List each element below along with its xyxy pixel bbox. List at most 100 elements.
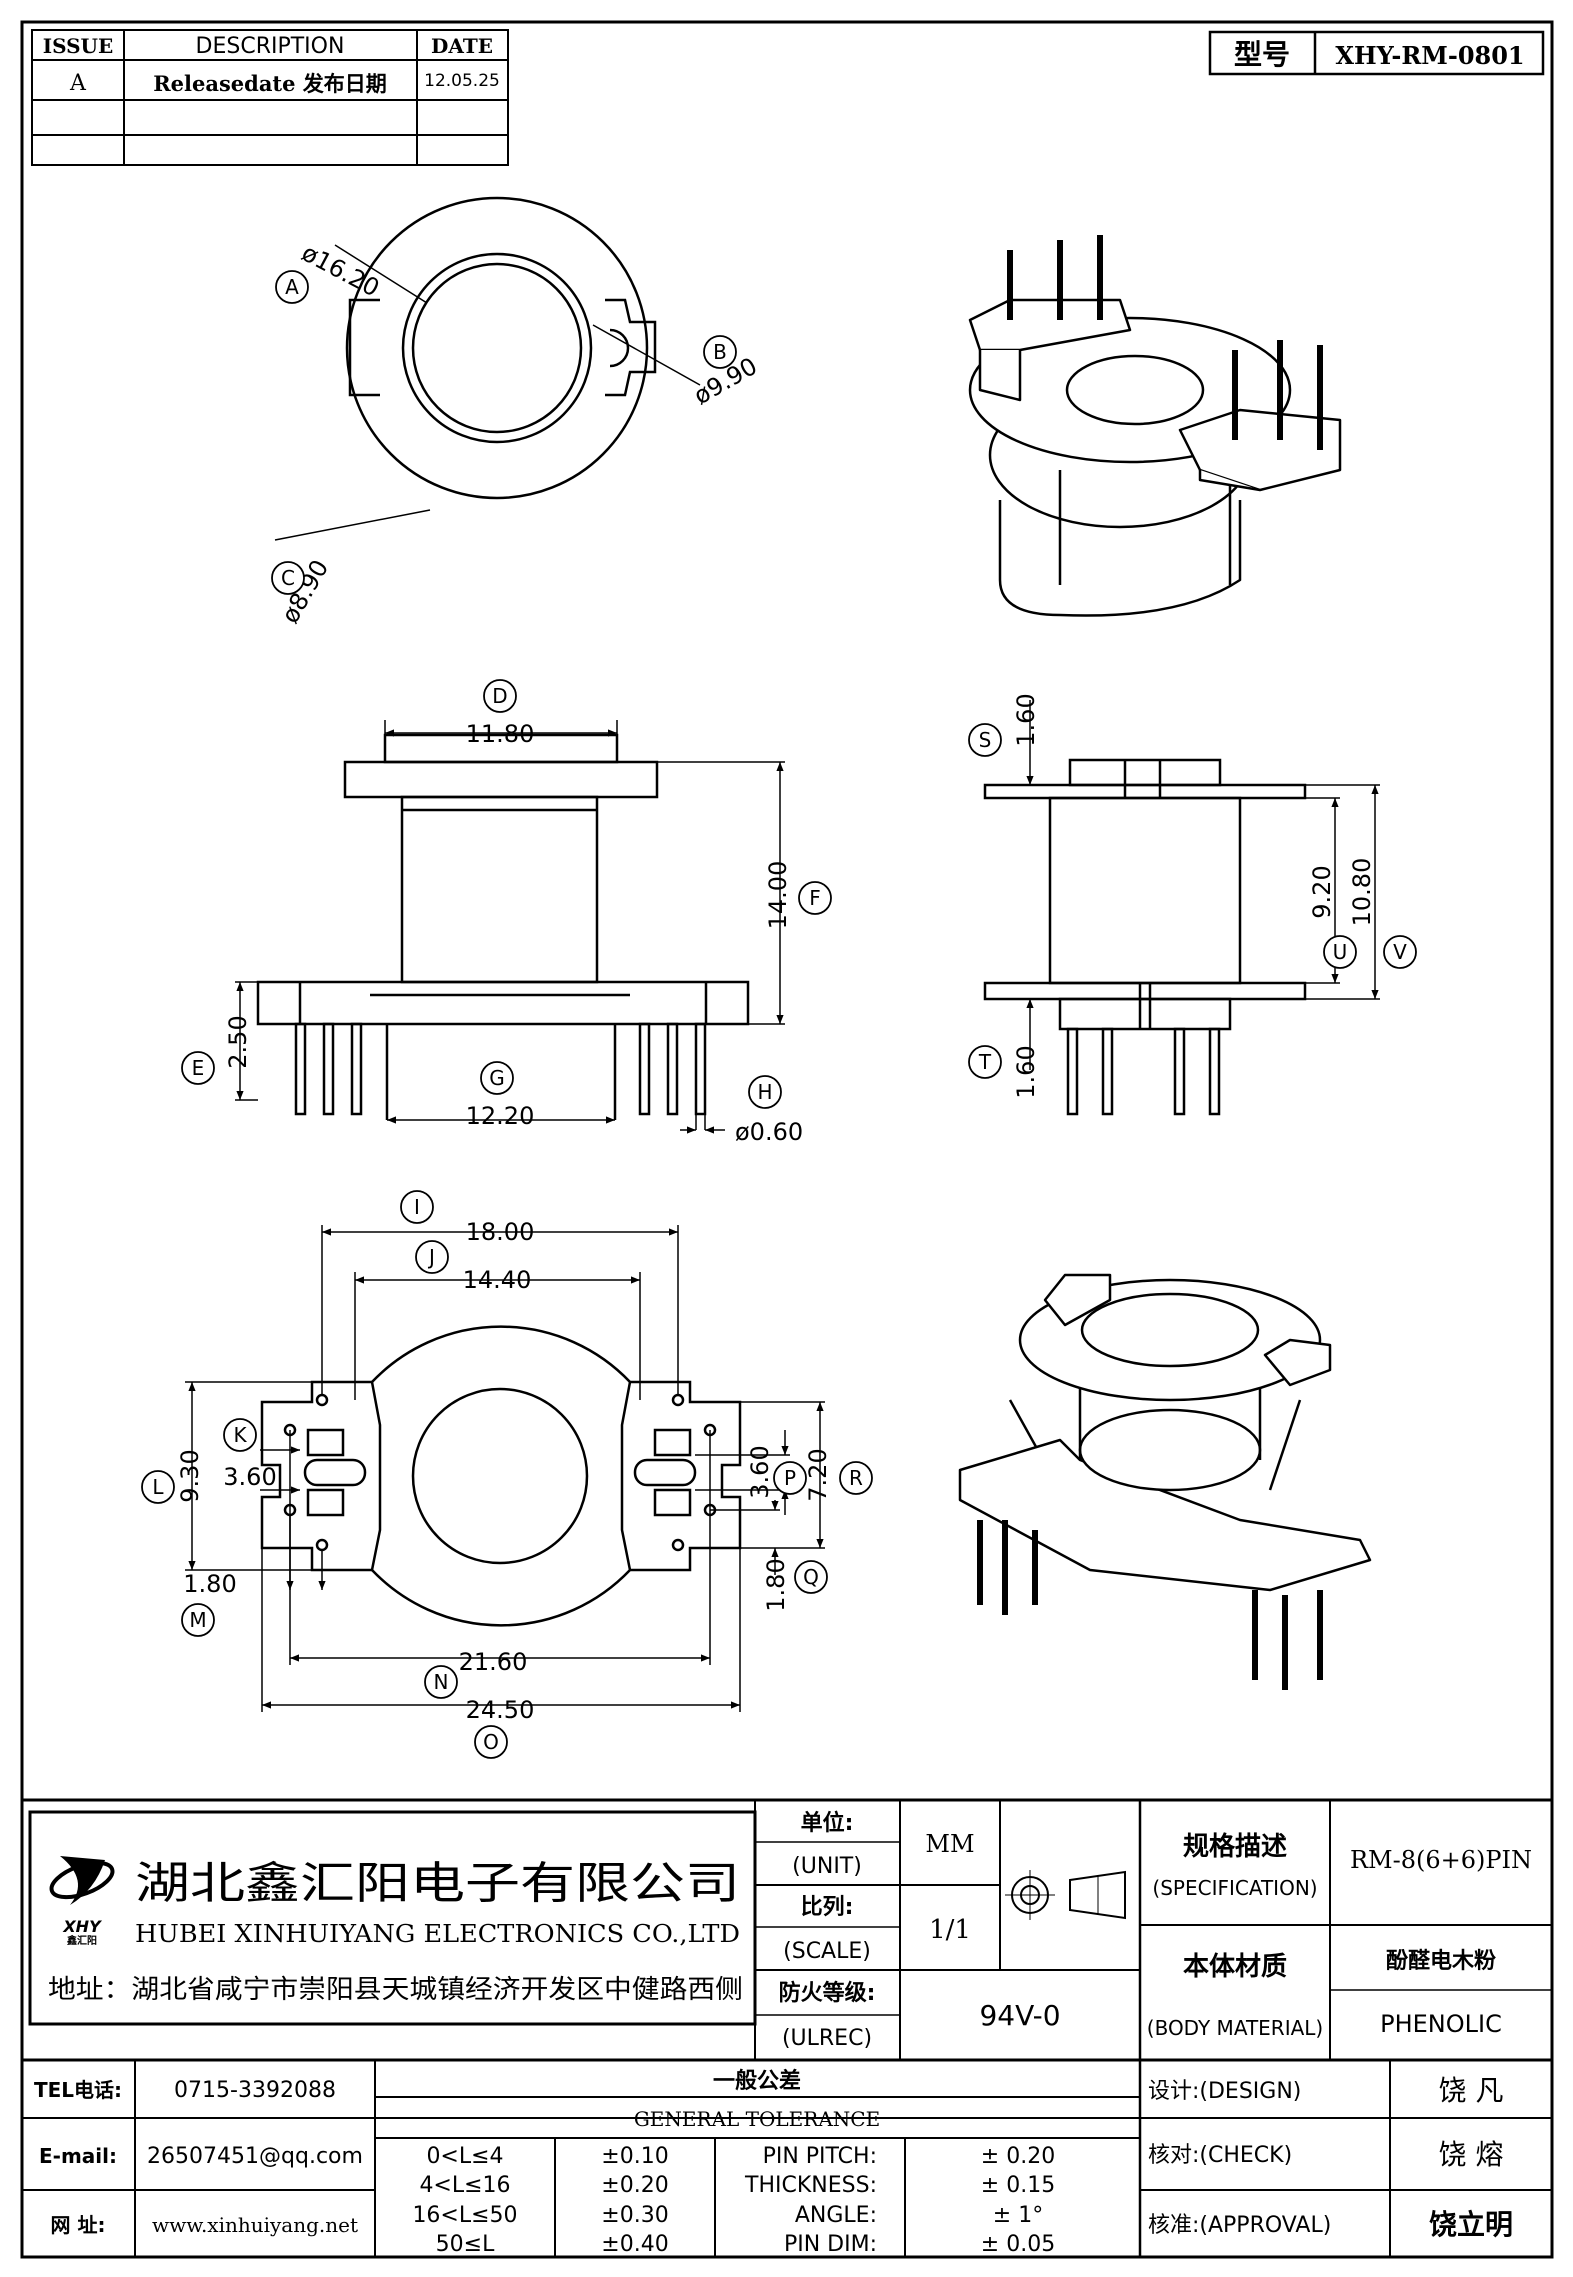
scale-label-cn: 比列: (801, 1895, 854, 1920)
tol-value: ±0.30 (601, 2203, 668, 2228)
callout-e: E (192, 1056, 205, 1080)
callout-s: S (979, 728, 992, 752)
bottom-view (260, 1325, 742, 1627)
top-view-leaders (274, 244, 701, 541)
callout-k: K (233, 1423, 247, 1447)
scale-label-en: (SCALE) (783, 1939, 871, 1964)
tol-item-value: ± 0.20 (981, 2144, 1055, 2169)
tol-item-value: ± 0.05 (981, 2232, 1055, 2257)
company-address: 地址：湖北省咸宁市崇阳县天城镇经济开发区中健路西侧 (48, 1975, 743, 2005)
callout-d: D (492, 684, 507, 708)
front-view-dims (235, 720, 785, 1134)
tol-item-name: ANGLE: (795, 2203, 877, 2228)
part-no-label: 型号 (1234, 38, 1290, 71)
rev-description: Releasedate 发布日期 (153, 71, 387, 96)
tolerance-ranges: 0<L≤4 4<L≤16 16<L≤50 50≤L ±0.10 ±0.20 ±0… (412, 2144, 1055, 2257)
fire-value: 94V-0 (979, 1999, 1060, 2032)
approval-name: 饶立明 (1429, 2208, 1513, 2241)
tol-range: 16<L≤50 (412, 2203, 517, 2228)
callout-m: M (189, 1608, 206, 1632)
side-view (983, 758, 1307, 1116)
spec-value: RM-8(6+6)PIN (1350, 1846, 1532, 1874)
part-no: XHY-RM-0801 (1335, 41, 1524, 70)
rev-header-issue: ISSUE (43, 34, 114, 58)
tol-item-name: THICKNESS: (744, 2173, 877, 2198)
material-value-en: PHENOLIC (1380, 2010, 1502, 2038)
callout-u: U (1333, 940, 1348, 964)
callout-f: F (809, 886, 821, 910)
dim-j1440: 14.40 (463, 1266, 532, 1294)
tolerance-title-cn: 一般公差 (713, 2068, 801, 2094)
material-value-cn: 酚醛电木粉 (1386, 1949, 1496, 1974)
tol-item-name: PIN DIM: (784, 2232, 877, 2257)
fire-label-cn: 防火等级: (779, 1980, 876, 2006)
sheet-border (20, 20, 1554, 2259)
front-view (256, 733, 750, 1120)
dim-k360: 3.60 (223, 1463, 276, 1491)
logo-subtext: 鑫汇阳 (66, 1934, 97, 1947)
callout-letters: A B C D E F G H S T U V I J K L M N O P … (152, 275, 1407, 1754)
check-name: 饶 熔 (1439, 2138, 1504, 2171)
dim-h250: 2.50 (224, 1015, 252, 1068)
approval-label: 核准:(APPROVAL) (1148, 2213, 1331, 2238)
dim-p360: 3.60 (746, 1445, 774, 1498)
company-logo: XHY 鑫汇阳 (49, 1856, 115, 1947)
email-label: E-mail: (39, 2144, 117, 2168)
rev-date: 12.05.25 (424, 71, 500, 91)
dim-t160: 1.60 (1012, 1045, 1040, 1098)
dim-h1400: 14.00 (764, 861, 792, 930)
title-block-grid (22, 1798, 1552, 2257)
tolerance-title-en: GENERAL TOLERANCE (634, 2107, 880, 2131)
iso-view-top (968, 235, 1342, 617)
projection-symbol-icon (1005, 1870, 1126, 1920)
callout-c: C (281, 566, 295, 590)
material-label-cn: 本体材质 (1183, 1952, 1287, 1982)
logo-text: XHY (62, 1917, 102, 1936)
tol-range: 50≤L (436, 2232, 495, 2257)
callout-markers (141, 270, 1417, 1759)
company-name-en: HUBEI XINHUIYANG ELECTRONICS CO.,LTD (135, 1920, 740, 1948)
callout-i: I (414, 1195, 420, 1219)
dim-v1080: 10.80 (1348, 858, 1376, 927)
callout-n: N (434, 1670, 449, 1694)
company-name-cn: 湖北鑫汇阳电子有限公司 (135, 1858, 740, 1909)
rev-header-date: DATE (431, 34, 493, 58)
rev-header-description: DESCRIPTION (196, 34, 345, 59)
dim-o2450: 24.50 (466, 1696, 535, 1724)
iso-view-bottom (958, 1273, 1372, 1690)
dim-r720: 7.20 (804, 1448, 832, 1501)
design-label: 设计:(DESIGN) (1148, 2079, 1301, 2104)
unit-label-en: (UNIT) (792, 1854, 862, 1879)
dim-m180: 1.80 (183, 1570, 236, 1598)
callout-r: R (849, 1466, 863, 1490)
tel-value: 0715-3392088 (174, 2078, 336, 2103)
callout-l: L (152, 1475, 164, 1499)
material-label-en: (BODY MATERIAL) (1147, 2016, 1323, 2040)
spec-label-cn: 规格描述 (1183, 1831, 1287, 1862)
unit-label-cn: 单位: (801, 1810, 854, 1836)
callout-q: Q (803, 1565, 819, 1589)
callout-v: V (1393, 940, 1407, 964)
part-number-box (1208, 30, 1545, 76)
callout-b: B (713, 340, 727, 364)
dim-l930: 9.30 (176, 1449, 204, 1502)
design-name: 饶 凡 (1439, 2074, 1504, 2107)
callout-a: A (285, 275, 299, 299)
tel-label: TEL电话: (34, 2078, 122, 2102)
tol-range: 0<L≤4 (426, 2144, 503, 2169)
bottom-view-dims (185, 1225, 825, 1712)
rev-issue: A (69, 71, 87, 96)
tol-item-name: PIN PITCH: (763, 2144, 877, 2169)
dim-w1220: 12.20 (466, 1102, 535, 1130)
callout-g: G (489, 1066, 505, 1090)
tol-item-value: ± 0.15 (981, 2173, 1055, 2198)
callout-t: T (978, 1050, 992, 1074)
dim-u920: 9.20 (1308, 865, 1336, 918)
web-value: www.xinhuiyang.net (152, 2213, 358, 2237)
tol-range: 4<L≤16 (419, 2173, 510, 2198)
fire-label-en: (ULREC) (782, 2026, 872, 2051)
unit-value: MM (925, 1830, 974, 1858)
top-view (345, 196, 657, 500)
dim-q180: 1.80 (762, 1558, 790, 1611)
